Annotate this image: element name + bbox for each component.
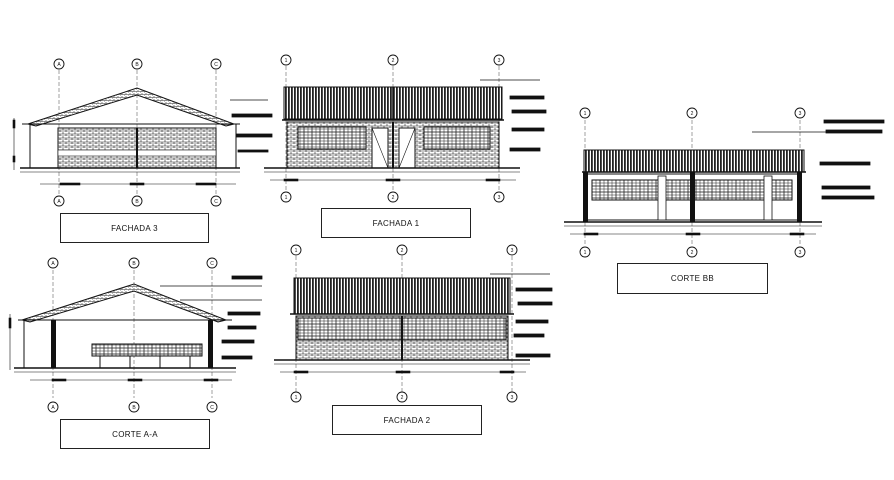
axis-bubble-label: 2 (401, 395, 404, 401)
axis-bubble-label: A (51, 261, 55, 267)
leader-notes (480, 79, 547, 152)
axis-bubble-label: 1 (584, 250, 587, 256)
axis-bubble (506, 391, 518, 403)
title-fachada-1: FACHADA 1 (321, 208, 471, 238)
elevation-fachada-3 (12, 70, 273, 196)
title-corte-aa: CORTE A-A (60, 419, 210, 449)
axis-bubble-label: A (57, 199, 61, 205)
leader-notes (160, 275, 263, 360)
axis-bubble (206, 401, 218, 413)
counter (91, 343, 203, 357)
axis-bubble-label: 1 (584, 111, 587, 117)
dimension-line (12, 118, 236, 186)
axis-bubble-label: B (135, 199, 139, 205)
window-band-right (423, 126, 491, 150)
axis-bubble-label: C (214, 62, 218, 68)
axis-bubble-label: 3 (498, 195, 501, 201)
leader-notes (490, 273, 553, 358)
axis-bubble (280, 191, 292, 203)
axis-bubble (280, 54, 292, 66)
axis-bubble (47, 401, 59, 413)
axis-bubble-label: 1 (285, 195, 288, 201)
axis-bubble-label: 1 (285, 58, 288, 64)
axis-bubble (686, 246, 698, 258)
axis-bubble-label: 3 (799, 250, 802, 256)
axis-bubble-label: C (214, 199, 218, 205)
axis-bubble (128, 401, 140, 413)
section-corte-bb (564, 119, 885, 246)
axis-bubble-label: B (132, 405, 136, 411)
title-corte-bb: CORTE BB (617, 263, 768, 294)
axis-bubble-label: 3 (498, 58, 501, 64)
roof-panel (583, 149, 805, 173)
title-corte-aa-label: CORTE A-A (112, 429, 158, 439)
axis-bubble-label: C (210, 261, 214, 267)
axis-bubble-label: 2 (691, 250, 694, 256)
dimension-line (570, 232, 816, 236)
axis-bubble (794, 107, 806, 119)
axis-bubble (387, 54, 399, 66)
axis-bubble (206, 257, 218, 269)
axis-bubble-label: 2 (691, 111, 694, 117)
axis-bubble (290, 391, 302, 403)
axis-bubble (579, 107, 591, 119)
elevation-fachada-2 (274, 256, 553, 392)
leader-notes (752, 119, 885, 200)
elevation-fachada-1 (264, 66, 547, 192)
axis-bubble (493, 54, 505, 66)
axis-bubble-label: 3 (511, 395, 514, 401)
axis-bubble-label: B (135, 62, 139, 68)
axis-bubble (506, 244, 518, 256)
axis-bubble (131, 58, 143, 70)
axis-bubble-label: B (132, 261, 136, 267)
axis-bubble-label: 2 (392, 195, 395, 201)
axis-bubble-label: 1 (295, 248, 298, 254)
axis-bubble (387, 191, 399, 203)
title-fachada-3-label: FACHADA 3 (111, 223, 158, 233)
leader-notes (230, 99, 273, 153)
axis-bubble-label: C (210, 405, 214, 411)
roof-panel (293, 277, 511, 315)
axis-bubble (131, 195, 143, 207)
axis-bubble (210, 195, 222, 207)
axis-bubble (686, 107, 698, 119)
gable-roof (20, 283, 228, 323)
title-fachada-2: FACHADA 2 (332, 405, 482, 435)
dimension-line (8, 314, 232, 382)
axis-bubble (53, 58, 65, 70)
title-corte-bb-label: CORTE BB (670, 274, 715, 283)
title-fachada-1-label: FACHADA 1 (372, 218, 420, 228)
axis-bubble-label: 2 (392, 58, 395, 64)
axis-bubble-label: 2 (401, 248, 404, 254)
axis-bubble (396, 244, 408, 256)
axis-bubble (47, 257, 59, 269)
axis-bubble (493, 191, 505, 203)
dimension-line (280, 370, 526, 374)
axis-bubble (290, 244, 302, 256)
axis-bubble-label: A (51, 405, 55, 411)
axis-bubble (396, 391, 408, 403)
axis-bubble-label: 1 (295, 395, 298, 401)
axis-bubble (579, 246, 591, 258)
window-band-left (297, 126, 367, 150)
section-corte-aa (8, 270, 263, 398)
axis-bubble (794, 246, 806, 258)
title-fachada-2-label: FACHADA 2 (383, 415, 431, 425)
axis-bubble (53, 195, 65, 207)
axis-bubble-label: A (57, 62, 61, 68)
gable-roof (26, 87, 236, 127)
axis-bubble (210, 58, 222, 70)
title-fachada-3: FACHADA 3 (60, 213, 209, 243)
axis-bubble-label: 3 (799, 111, 802, 117)
axis-bubble-label: 3 (511, 248, 514, 254)
axis-bubble (128, 257, 140, 269)
dimension-line (270, 178, 516, 182)
